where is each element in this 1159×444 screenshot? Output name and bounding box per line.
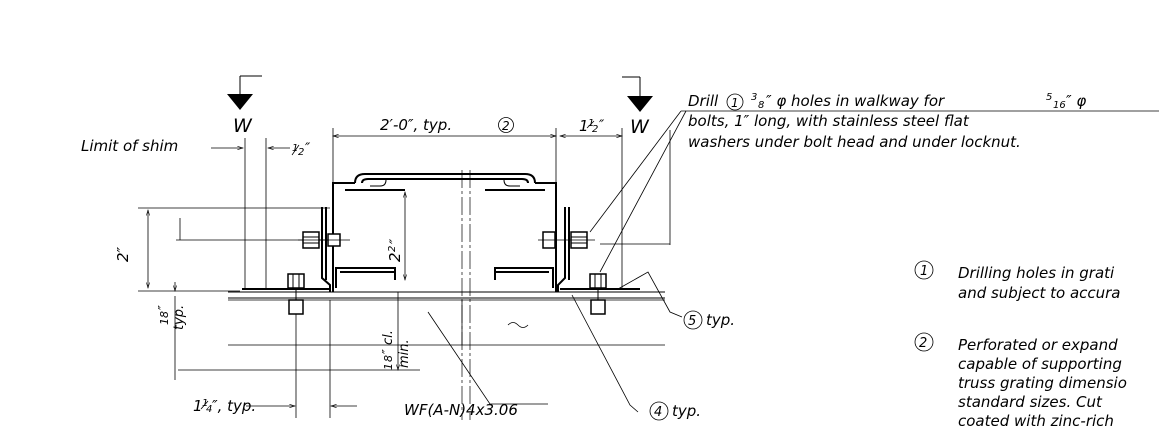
dim-left-vertical: 1 8 ″ typ. [138, 282, 240, 380]
svg-text:2: 2 [387, 246, 398, 252]
svg-text:and subject to accura: and subject to accura [958, 284, 1121, 302]
svg-text:truss grating dimensio: truss grating dimensio [958, 374, 1127, 392]
section-mark-right: W [622, 76, 653, 138]
svg-text:5: 5 [688, 314, 696, 329]
beam-label: WF(A-N)4x3.06 [404, 311, 548, 419]
svg-text:capable of supporting: capable of supporting [958, 355, 1122, 373]
svg-text:5: 5 [1046, 92, 1052, 103]
note-ref: 2 [502, 119, 510, 133]
svg-text:coated with zinc-rich: coated with zinc-rich [958, 412, 1114, 430]
section-letter: W [630, 116, 650, 138]
svg-text:Perforated or expand: Perforated or expand [958, 336, 1118, 354]
svg-text:washers under bolt head and un: washers under bolt head and under locknu… [688, 133, 1021, 151]
dim-height-inner: 2 2 ″ [176, 192, 405, 280]
dim-limit-of-shim: Limit of shim 1 2 ″ [81, 137, 311, 290]
svg-text:4: 4 [206, 404, 212, 415]
limit-of-shim-label: Limit of shim [81, 137, 178, 155]
svg-text:2: 2 [592, 124, 598, 135]
svg-text:16: 16 [1053, 100, 1066, 111]
svg-text:typ.: typ. [672, 402, 701, 420]
svg-text:″: ″ [157, 305, 172, 310]
svg-text:min.: min. [397, 339, 412, 368]
dim-label: 2′-0″, typ. [380, 116, 452, 134]
svg-text:″: ″ [388, 238, 404, 244]
svg-text:Drill: Drill [688, 92, 719, 110]
svg-text:1: 1 [158, 318, 171, 325]
svg-text:1: 1 [920, 264, 928, 279]
dim-bottom-left: 1 1 4 ″, typ. [193, 300, 357, 418]
svg-text:8: 8 [158, 311, 171, 318]
svg-text:2: 2 [919, 336, 927, 351]
dim-clearance: 1 8 ″ cl. min. [178, 292, 420, 370]
svg-text:1: 1 [579, 117, 589, 135]
section-letter: W [233, 115, 253, 137]
svg-text:2: 2 [298, 147, 304, 158]
svg-text:″ cl.: ″ cl. [381, 330, 396, 354]
callout-4: 4 typ. [571, 294, 701, 421]
svg-text:1: 1 [382, 363, 395, 370]
svg-text:1: 1 [193, 397, 203, 415]
svg-text:″ φ holes in walkway for: ″ φ holes in walkway for [766, 92, 945, 110]
svg-text:8: 8 [758, 100, 764, 111]
drill-note: Drill 1 3 8 ″ φ holes in walkway for 5 1… [688, 92, 1086, 151]
svg-text:″, typ.: ″, typ. [212, 397, 256, 415]
drill-note-leaders [589, 110, 1159, 273]
svg-text:bolts, 1″ long, with stainless: bolts, 1″ long, with stainless steel fla… [688, 112, 970, 130]
dim-span-main: 2′-0″, typ. 2 [333, 116, 556, 184]
svg-text:″: ″ [599, 118, 605, 134]
svg-text:standard sizes. Cut: standard sizes. Cut [958, 393, 1103, 411]
svg-text:″ φ: ″ φ [1066, 92, 1086, 110]
svg-text:1: 1 [202, 398, 208, 409]
svg-text:4: 4 [654, 405, 662, 420]
callout-5: 5 typ. [617, 271, 735, 330]
svg-text:typ.: typ. [172, 305, 187, 330]
walkway-section [228, 170, 665, 420]
section-mark-left: W [227, 75, 262, 137]
note-1: 1 Drilling holes in grati and subject to… [914, 260, 1121, 302]
note-2: 2 Perforated or expand capable of suppor… [914, 332, 1127, 430]
svg-text:3: 3 [751, 92, 757, 103]
dim-right-offset: 1 1 2 ″ [560, 117, 622, 290]
svg-text:1: 1 [731, 96, 739, 110]
svg-text:2″: 2″ [114, 246, 132, 262]
svg-text:Drilling holes in grati: Drilling holes in grati [958, 264, 1115, 282]
svg-text:typ.: typ. [706, 311, 735, 329]
svg-text:1: 1 [292, 143, 298, 154]
svg-text:2: 2 [386, 252, 404, 262]
dim-height-left: 2″ [114, 207, 330, 288]
svg-text:8: 8 [382, 355, 395, 362]
svg-text:″: ″ [305, 141, 311, 157]
svg-text:WF(A-N)4x3.06: WF(A-N)4x3.06 [404, 401, 518, 419]
